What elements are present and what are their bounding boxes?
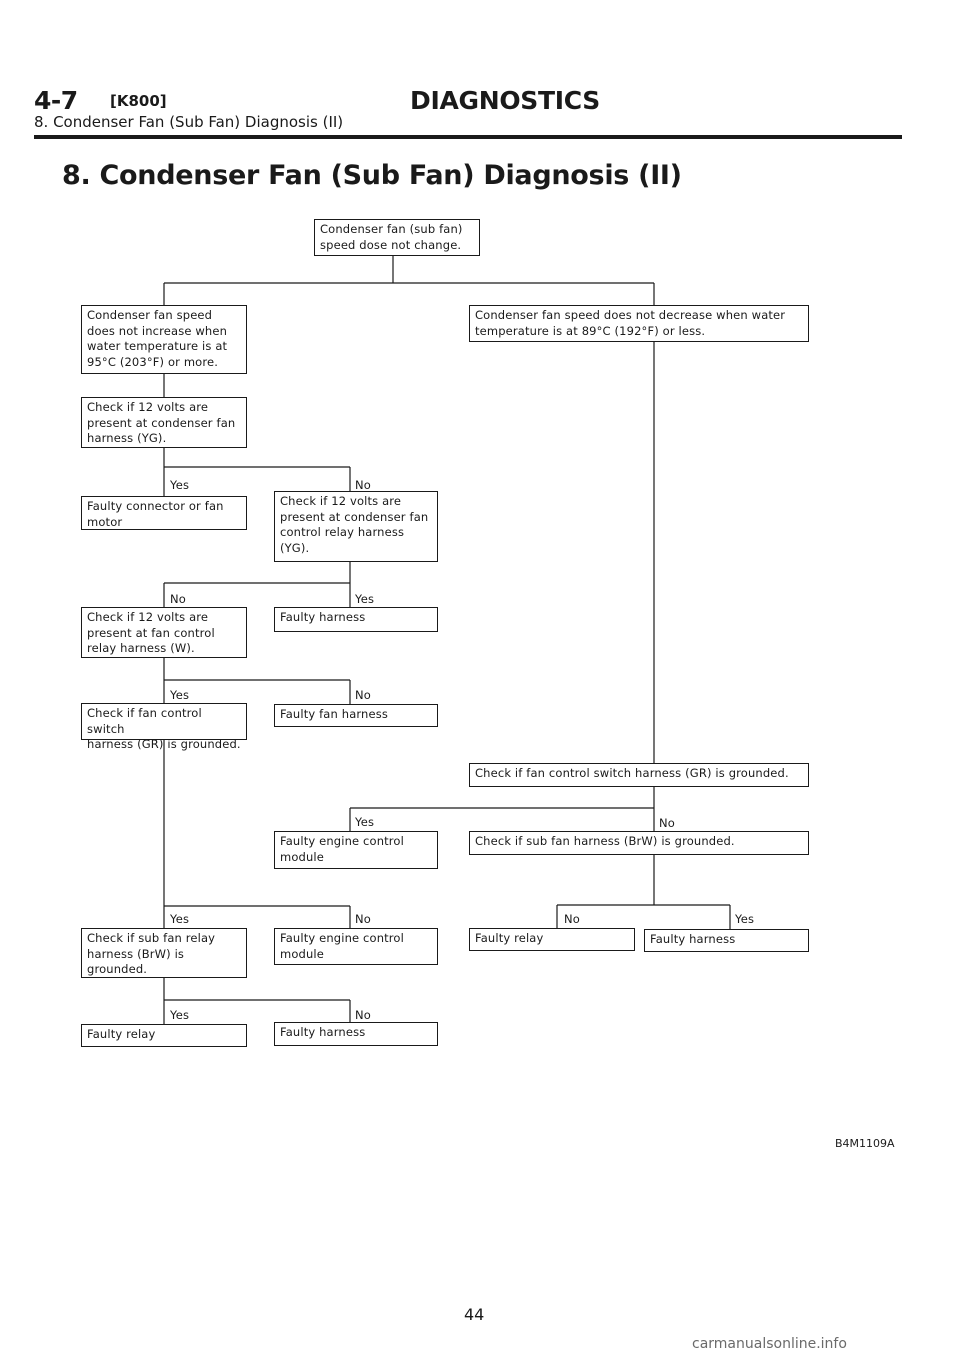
branch-label-no: No xyxy=(355,912,372,926)
box-check-12v-relay: Check if 12 volts are present at condens… xyxy=(274,491,438,562)
branch-label-yes: Yes xyxy=(170,688,190,702)
box-faulty-ecm-1: Faulty engine control module xyxy=(274,831,438,869)
box-faulty-relay-bottom: Faulty relay xyxy=(81,1024,247,1047)
box-faulty-ecm-2: Faulty engine control module xyxy=(274,928,438,965)
branch-label-yes: Yes xyxy=(170,478,190,492)
branch-label-no: No xyxy=(659,816,676,830)
branch-label-no: No xyxy=(170,592,187,606)
box-start: Condenser fan (sub fan) speed dose not c… xyxy=(314,219,480,256)
branch-label-yes: Yes xyxy=(355,592,375,606)
box-faulty-relay-right: Faulty relay xyxy=(469,928,635,951)
box-check-subfan: Check if sub fan harness (BrW) is ground… xyxy=(469,831,809,855)
page-number: 44 xyxy=(464,1305,485,1324)
watermark: carmanualsonline.info xyxy=(692,1336,847,1352)
section-subcode: [K800] xyxy=(110,92,167,110)
box-check-switch-right: Check if fan control switch harness (GR)… xyxy=(469,763,809,787)
box-check-12v-fan: Check if 12 volts are present at condens… xyxy=(81,397,247,448)
box-faulty-harness-bottom: Faulty harness xyxy=(274,1022,438,1046)
branch-label-no: No xyxy=(355,1008,372,1022)
page-title: 8. Condenser Fan (Sub Fan) Diagnosis (II… xyxy=(62,160,682,191)
branch-label-yes: Yes xyxy=(735,912,755,926)
box-check-switch-left: Check if fan control switch harness (GR)… xyxy=(81,703,247,751)
branch-label-no: No xyxy=(564,912,581,926)
branch-label-yes: Yes xyxy=(170,912,190,926)
branch-label-no: No xyxy=(355,478,372,492)
section-name: DIAGNOSTICS xyxy=(410,86,600,115)
box-faulty-fan-harness: Faulty fan harness xyxy=(274,704,438,727)
box-faulty-harness-right: Faulty harness xyxy=(644,929,809,952)
header-subtitle: 8. Condenser Fan (Sub Fan) Diagnosis (II… xyxy=(34,113,344,131)
box-not-increase: Condenser fan speed does not increase wh… xyxy=(81,305,247,374)
box-faulty-harness-1: Faulty harness xyxy=(274,607,438,632)
box-check-subfan-relay: Check if sub fan relay harness (BrW) is … xyxy=(81,928,247,978)
branch-label-yes: Yes xyxy=(170,1008,190,1022)
box-not-decrease: Condenser fan speed does not decrease wh… xyxy=(469,305,809,342)
branch-label-yes: Yes xyxy=(355,815,375,829)
figure-code: B4M1109A xyxy=(835,1137,895,1150)
box-check-12v-w: Check if 12 volts are present at fan con… xyxy=(81,607,247,658)
box-faulty-connector: Faulty connector or fan motor xyxy=(81,496,247,530)
section-code: 4-7 xyxy=(34,86,78,115)
header-rule xyxy=(34,135,902,139)
branch-label-no: No xyxy=(355,688,372,702)
